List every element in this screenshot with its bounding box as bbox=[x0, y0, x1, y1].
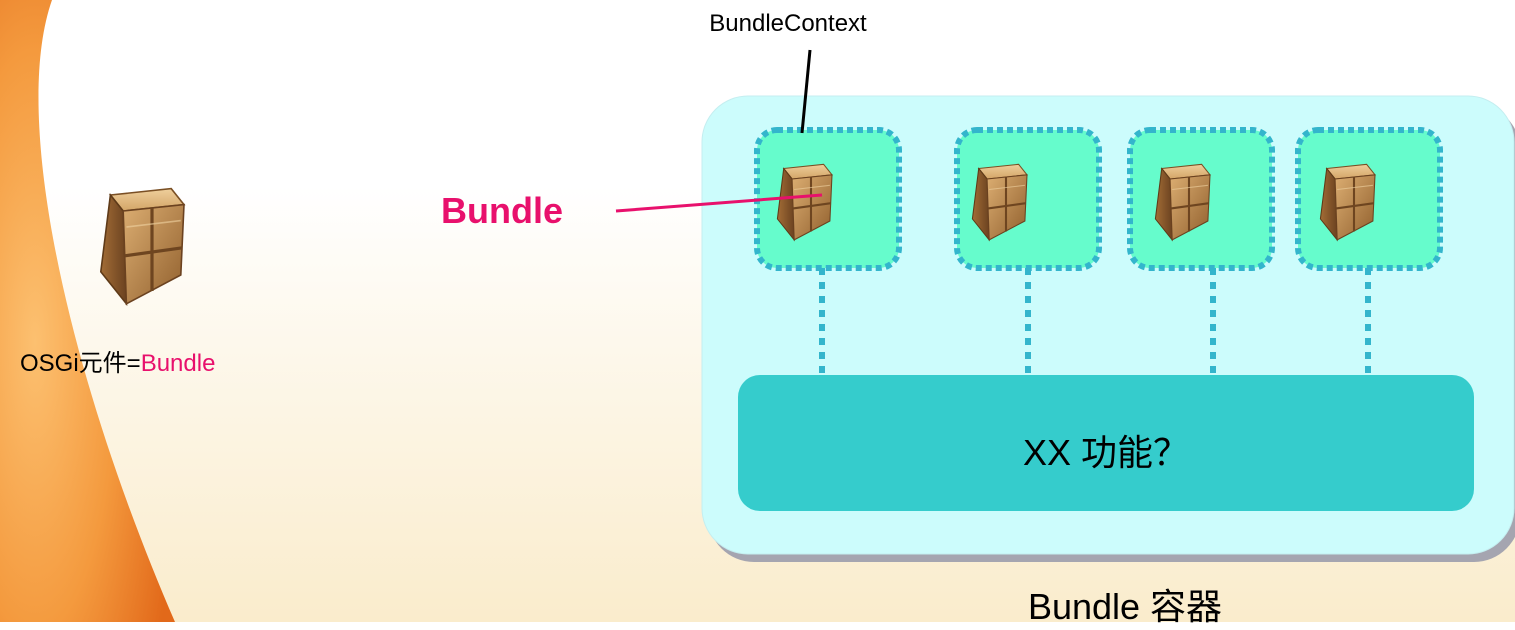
container-label: Bundle 容器 bbox=[1027, 586, 1223, 627]
component-caption-highlight: Bundle bbox=[140, 350, 216, 377]
bundle-context-label: BundleContext bbox=[709, 10, 867, 37]
feature-label: XX 功能？ bbox=[1022, 432, 1190, 473]
component-caption: OSGi元件=Bundle bbox=[20, 343, 215, 378]
bundle-label: Bundle bbox=[441, 190, 563, 231]
bundle-pointer bbox=[615, 193, 823, 213]
bundle-context-pointer bbox=[800, 49, 812, 134]
background-swoosh bbox=[0, 0, 175, 622]
feature-box bbox=[738, 375, 1474, 511]
package-icon bbox=[99, 187, 186, 306]
component-caption-prefix: OSGi元件= bbox=[20, 350, 141, 377]
